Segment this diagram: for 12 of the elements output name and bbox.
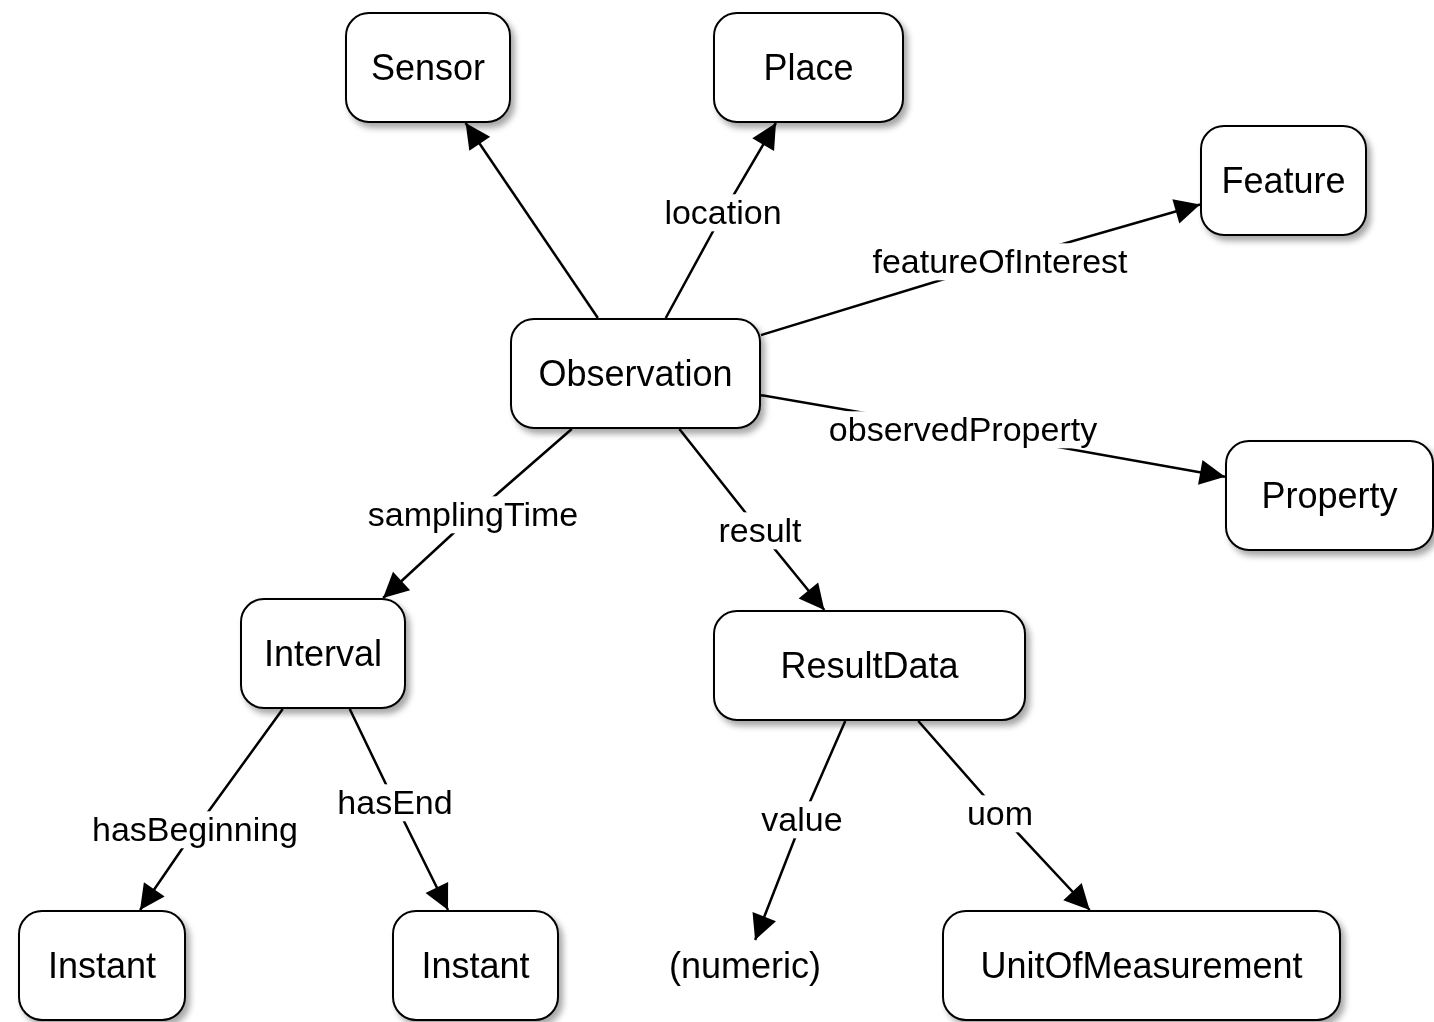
value-label: (numeric) bbox=[660, 940, 830, 992]
class-node: Property bbox=[1225, 440, 1434, 551]
class-node: Instant bbox=[392, 910, 559, 1021]
class-node: Feature bbox=[1200, 125, 1367, 236]
class-node: Place bbox=[713, 12, 904, 123]
class-node: Observation bbox=[510, 318, 761, 429]
class-node: Instant bbox=[18, 910, 186, 1021]
class-node: UnitOfMeasurement bbox=[942, 910, 1341, 1021]
class-node: Sensor bbox=[345, 12, 511, 123]
class-node: ResultData bbox=[713, 610, 1026, 721]
arrow bbox=[464, 122, 599, 319]
class-node: Interval bbox=[240, 598, 406, 709]
